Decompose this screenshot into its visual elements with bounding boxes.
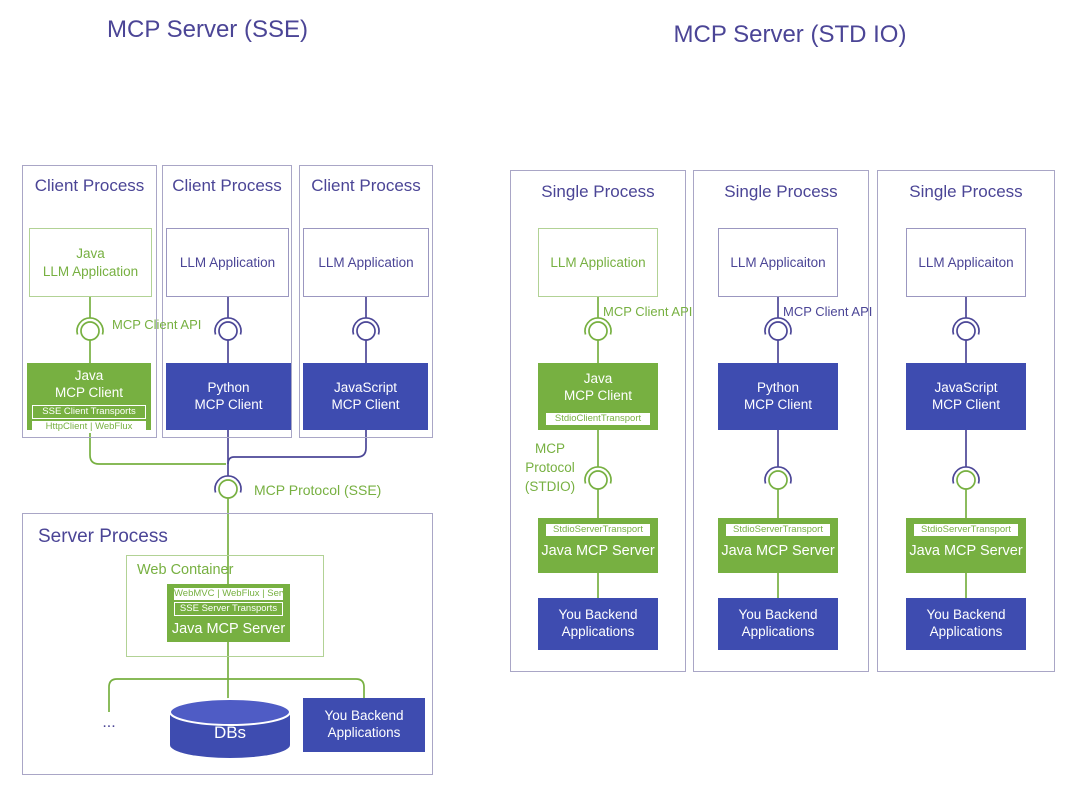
java-mcp-server-label: Java MCP Server — [721, 543, 835, 559]
lollipop-ball-icon — [80, 321, 100, 341]
mcp-client-api-label-col2: MCP Client API — [783, 304, 873, 319]
llm-application-box-3: LLM Application — [303, 228, 429, 297]
backend-applications-box-1: You Backend Applications — [538, 598, 658, 650]
llm-application-box-1: Java LLM Application — [29, 228, 152, 297]
client-process-title-3: Client Process — [311, 176, 421, 195]
server-process-box — [22, 513, 433, 775]
lollipop-ball-icon — [218, 321, 238, 341]
right-col2-purple-wires — [764, 297, 792, 484]
llm-application-box-5: LLM Applicaiton — [718, 228, 838, 297]
single-process-box-3 — [877, 170, 1055, 672]
database-cylinder-icon — [169, 698, 291, 758]
sse-server-transports-strip: SSE Server Transports — [174, 602, 283, 616]
ellipsis-label: ... — [102, 714, 116, 731]
java-mcp-client-box-stdio: Java MCP Client StdioClientTransport — [538, 363, 658, 430]
stdio-server-transport-strip: StdioServerTransport — [546, 524, 650, 536]
lollipop-socket-icon — [214, 317, 242, 335]
protocol-socket-icon — [584, 466, 612, 484]
client-process-box-1 — [22, 165, 157, 438]
web-container-title: Web Container — [137, 562, 234, 578]
lollipop-ball-icon — [588, 321, 608, 341]
llm-application-box-2: LLM Application — [166, 228, 289, 297]
lollipop-socket-icon — [76, 317, 104, 335]
backend-applications-box: You Backend Applications — [303, 698, 425, 752]
lollipop-ball-icon — [956, 321, 976, 341]
protocol-socket-icon — [214, 475, 242, 493]
server-process-title: Server Process — [38, 526, 168, 547]
java-mcp-client-label: Java MCP Client — [54, 368, 124, 400]
java-mcp-server-box: WebMVC | WebFlux | Servlet SSE Server Tr… — [167, 584, 290, 642]
stdio-server-transport-strip: StdioServerTransport — [726, 524, 830, 536]
right-col3-green-wires — [956, 470, 976, 598]
protocol-ball-icon — [218, 479, 238, 499]
backend-applications-box-2: You Backend Applications — [718, 598, 838, 650]
backend-applications-box-3: You Backend Applications — [906, 598, 1026, 650]
protocol-socket-icon — [764, 466, 792, 484]
javascript-mcp-client-box: JavaScript MCP Client — [303, 363, 428, 430]
right-col2-green-wires — [768, 470, 788, 598]
left-diagram-title: MCP Server (SSE) — [107, 16, 308, 43]
lollipop-ball-icon — [356, 321, 376, 341]
single-process-box-2 — [693, 170, 869, 672]
stdio-server-transport-strip: StdioServerTransport — [914, 524, 1018, 536]
lollipop-socket-icon — [764, 317, 792, 335]
mcp-protocol-stdio-label: MCP Protocol (STDIO) — [524, 441, 576, 494]
stdio-client-transport-strip: StdioClientTransport — [546, 413, 650, 425]
client-process-box-2 — [162, 165, 292, 438]
web-container-box — [126, 555, 324, 657]
dbs-label: DBs — [213, 723, 247, 742]
java-mcp-server-box-3: StdioServerTransport Java MCP Server — [906, 518, 1026, 573]
mcp-protocol-sse-label: MCP Protocol (SSE) — [254, 482, 382, 498]
httpclient-webflux-strip: HttpClient | WebFlux — [32, 420, 146, 433]
java-mcp-client-box: Java MCP Client SSE Client Transports Ht… — [27, 363, 151, 433]
java-mcp-server-label: Java MCP Server — [541, 543, 655, 559]
python-mcp-client-box: Python MCP Client — [166, 363, 291, 430]
client-process-title-1: Client Process — [34, 176, 145, 195]
right-col1-green-wires — [584, 297, 612, 598]
mcp-client-api-label-col1: MCP Client API — [603, 304, 693, 319]
python-mcp-client-box-stdio: Python MCP Client — [718, 363, 838, 430]
java-mcp-server-label: Java MCP Server — [909, 543, 1023, 559]
lollipop-socket-icon — [352, 317, 380, 335]
llm-application-box-6: LLM Applicaiton — [906, 228, 1026, 297]
right-diagram-title: MCP Server (STD IO) — [673, 21, 907, 48]
java-mcp-server-box-2: StdioServerTransport Java MCP Server — [718, 518, 838, 573]
single-process-title-1: Single Process — [541, 182, 655, 201]
java-mcp-server-box-1: StdioServerTransport Java MCP Server — [538, 518, 658, 573]
client-process-title-2: Client Process — [172, 176, 282, 195]
single-process-title-2: Single Process — [724, 182, 838, 201]
single-process-title-3: Single Process — [909, 182, 1023, 201]
java-mcp-server-label: Java MCP Server — [171, 621, 286, 637]
single-process-box-1 — [510, 170, 686, 672]
client-process-box-3 — [299, 165, 433, 438]
lollipop-ball-icon — [768, 321, 788, 341]
java-mcp-client-label: Java MCP Client — [563, 371, 633, 403]
protocol-socket-icon — [952, 466, 980, 484]
webmvc-webflux-servlet-strip: WebMVC | WebFlux | Servlet — [174, 588, 283, 600]
lollipop-socket-icon — [952, 317, 980, 335]
right-col3-purple-wires — [952, 297, 980, 484]
llm-application-box-4: LLM Application — [538, 228, 658, 297]
sse-client-transports-strip: SSE Client Transports — [32, 404, 146, 419]
lollipop-socket-icon — [584, 317, 612, 335]
mcp-client-api-label: MCP Client API — [112, 317, 202, 332]
javascript-mcp-client-box-stdio: JavaScript MCP Client — [906, 363, 1026, 430]
